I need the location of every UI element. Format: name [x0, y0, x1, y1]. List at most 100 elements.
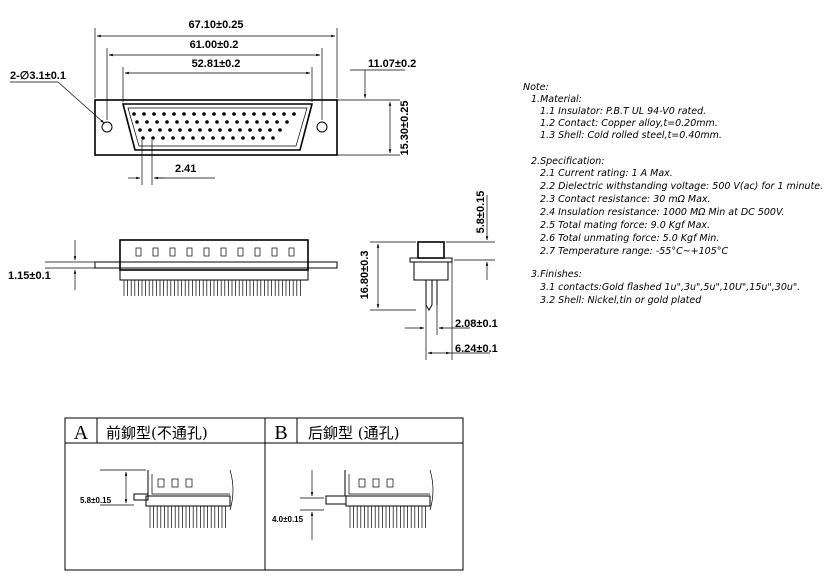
- contact-pin: [162, 112, 166, 116]
- contact-pin: [242, 112, 246, 116]
- notes-finishes-item: 3.1 contacts:Gold flashed 1u",3u",5u",10…: [540, 282, 800, 293]
- notes-material-item: 1.1 Insulator: P.B.T UL 94-V0 rated.: [540, 106, 706, 117]
- panel-b-dim: 4.0±0.15: [272, 515, 304, 524]
- contact-pin: [151, 136, 155, 140]
- contact-pin: [188, 128, 192, 132]
- contact-pin: [148, 128, 152, 132]
- notes-spec-item: 2.1 Current rating: 1 A Max.: [540, 168, 673, 179]
- contact-pin: [245, 120, 249, 124]
- front-view-pins: [123, 280, 301, 296]
- contact-pin: [132, 112, 136, 116]
- contact-pin: [192, 112, 196, 116]
- contact-pin: [215, 120, 219, 124]
- top-view: 67.10±0.25 61.00±0.2 52.81±0.2 2-∅3.1±0.…: [10, 19, 416, 185]
- dim-side-top: 5.8±0.15: [475, 191, 487, 234]
- contact-pin: [178, 128, 182, 132]
- notes-spec-item: 2.6 Total unmating force: 5.0 Kgf Min.: [540, 233, 719, 244]
- notes-material-heading: 1.Material:: [531, 94, 582, 105]
- dim-top-height: 15.30±0.25: [399, 101, 411, 156]
- front-view: 1.15±0.1: [8, 239, 338, 296]
- notes-title: Note:: [523, 82, 549, 93]
- contact-pin: [238, 128, 242, 132]
- contact-pin: [195, 120, 199, 124]
- contact-pin: [182, 112, 186, 116]
- contact-pin: [271, 136, 275, 140]
- dim-right-offset: 11.07±0.2: [368, 58, 416, 70]
- contact-pin: [285, 120, 289, 124]
- contact-slot: [169, 247, 176, 257]
- top-view-mount-hole-right: [316, 121, 328, 133]
- contact-pin: [228, 128, 232, 132]
- panel-a-title: 前鉚型(不通孔): [106, 424, 208, 442]
- contact-pin: [251, 136, 255, 140]
- contact-pin: [211, 136, 215, 140]
- contact-pin: [158, 128, 162, 132]
- dim-shell-width: 52.81±0.2: [192, 58, 241, 70]
- contact-pin: [212, 112, 216, 116]
- notes-spec-item: 2.2 Dielectric withstanding voltage: 500…: [540, 181, 823, 192]
- notes-spec-heading: 2.Specification:: [531, 156, 604, 167]
- contact-pin: [265, 120, 269, 124]
- contact-slot: [186, 247, 193, 257]
- contact-pin: [161, 136, 165, 140]
- notes-block: Note: 1.Material: 1.1 Insulator: P.B.T U…: [523, 82, 823, 306]
- contact-pin: [258, 128, 262, 132]
- notes-spec-item: 2.5 Total mating force: 9.0 Kgf Max.: [540, 220, 710, 231]
- top-view-d-shell-inner: [127, 107, 308, 147]
- contact-pin: [138, 128, 142, 132]
- contact-pin: [255, 120, 259, 124]
- panel-a-drawing: 5.8±0.15: [80, 469, 234, 528]
- front-view-body: [119, 239, 309, 271]
- contact-pin: [261, 136, 265, 140]
- contact-pin: [221, 136, 225, 140]
- side-view: 16.80±0.3 5.8±0.15 2.08±0.1 6.24±0.1: [359, 191, 498, 360]
- dim-mount-hole: 2-∅3.1±0.1: [10, 70, 66, 82]
- notes-spec-item: 2.7 Temperature range: -55°C~+105°C: [540, 246, 729, 257]
- contact-pin: [222, 112, 226, 116]
- contact-pin: [155, 120, 159, 124]
- front-view-flange: [94, 261, 338, 269]
- top-view-flange: [94, 99, 338, 156]
- panel-a-letter: A: [74, 422, 89, 444]
- panel-a-dim: 5.8±0.15: [80, 496, 112, 505]
- top-view-d-shell: [121, 103, 314, 151]
- dim-side-height: 16.80±0.3: [359, 251, 371, 300]
- front-view-contact-slots: [135, 247, 295, 257]
- contact-slot: [135, 247, 142, 257]
- notes-spec-item: 2.4 Insulation resistance: 1000 MΩ Min a…: [540, 207, 784, 218]
- contact-slot: [220, 247, 227, 257]
- contact-pin: [268, 128, 272, 132]
- contact-pin: [282, 112, 286, 116]
- contact-pin: [185, 120, 189, 124]
- contact-pin: [278, 128, 282, 132]
- contact-pin: [165, 120, 169, 124]
- contact-slot: [271, 247, 278, 257]
- contact-slot: [288, 247, 295, 257]
- dim-overall-width: 67.10±0.25: [189, 19, 244, 31]
- contact-pin: [225, 120, 229, 124]
- contact-pin: [175, 120, 179, 124]
- panel-b-drawing: 4.0±0.15: [272, 469, 434, 540]
- contact-slot: [203, 247, 210, 257]
- contact-pin: [201, 136, 205, 140]
- top-view-pin-grid: [132, 112, 296, 140]
- contact-pin: [202, 112, 206, 116]
- contact-pin: [232, 112, 236, 116]
- panel-b-letter: B: [274, 422, 287, 444]
- contact-slot: [237, 247, 244, 257]
- contact-pin: [168, 128, 172, 132]
- contact-pin: [231, 136, 235, 140]
- contact-pin: [145, 120, 149, 124]
- contact-slot: [152, 247, 159, 257]
- variant-panels-frame: [64, 417, 464, 571]
- contact-pin: [135, 120, 139, 124]
- contact-pin: [198, 128, 202, 132]
- contact-pin: [181, 136, 185, 140]
- dim-pin-pitch: 2.41: [175, 163, 196, 175]
- contact-pin: [142, 112, 146, 116]
- contact-pin: [141, 136, 145, 140]
- contact-pin: [252, 112, 256, 116]
- contact-pin: [275, 120, 279, 124]
- dim-side-width-1: 2.08±0.1: [455, 318, 498, 330]
